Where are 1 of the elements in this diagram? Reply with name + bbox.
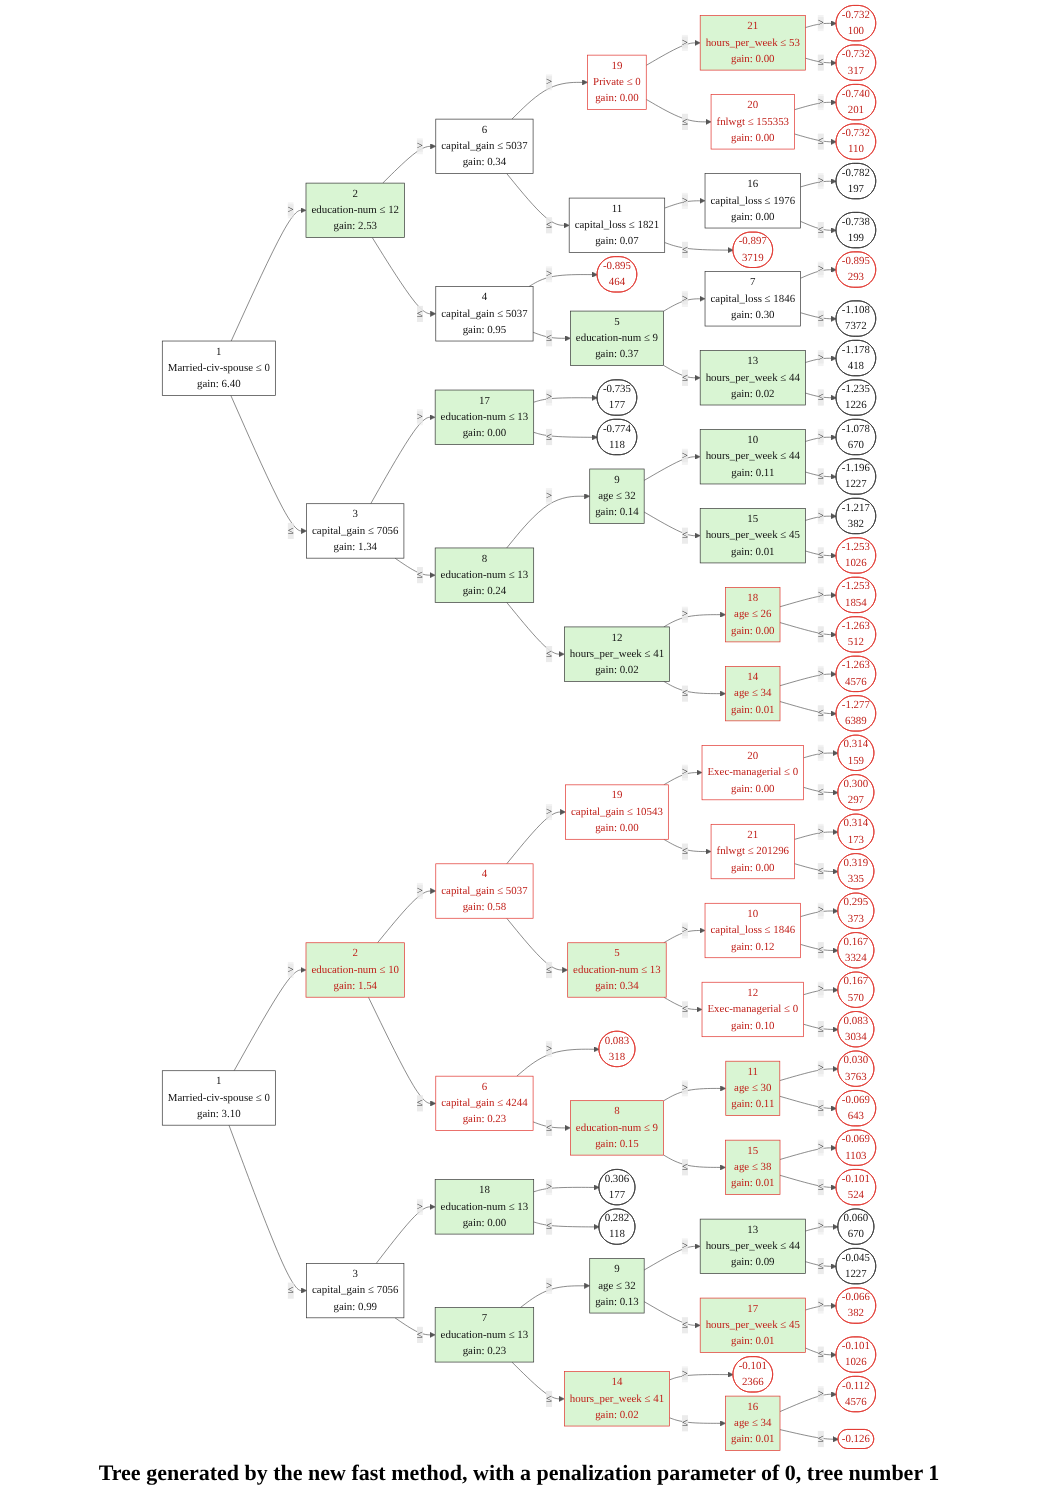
caption: Tree generated by the new fast method, with a penalization parameter of 0, tree number 1 (96, 1460, 942, 1490)
